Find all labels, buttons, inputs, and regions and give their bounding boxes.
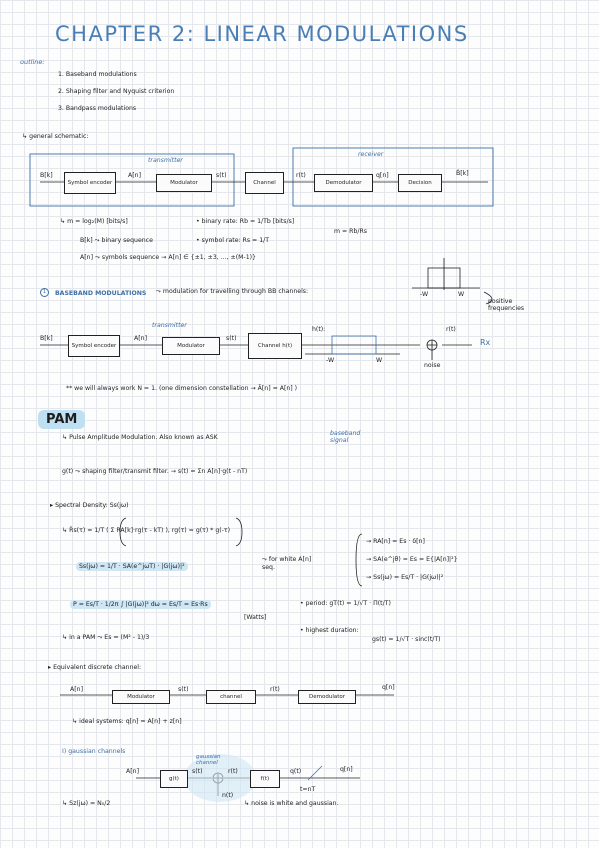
diagram1-st: s(t) xyxy=(216,172,227,179)
pam-white: ⤳ for white A[n] seq. xyxy=(262,556,312,571)
def-m: ↳ m = log₂(M) [bits/s] xyxy=(60,218,128,225)
note-n1: ** we will always work N = 1. (one dimen… xyxy=(66,385,298,392)
modulator-block: Modulator xyxy=(156,174,212,192)
equiv-qt: q(t) xyxy=(290,768,302,775)
equiv-an: A[n] xyxy=(70,686,83,693)
spectrum1-neg: -W xyxy=(420,291,429,298)
diagram1-rt: r(t) xyxy=(296,172,306,179)
symbol-encoder-block-2: Symbol encoder xyxy=(68,335,120,357)
baseband-heading: 1 BASEBAND MODULATIONS xyxy=(40,288,146,297)
channel-block-2: Channel h(t) xyxy=(248,333,302,359)
outline-item: 1. Baseband modulations xyxy=(58,71,137,78)
equiv-sz: ↳ Sz(jω) = N₀/2 xyxy=(62,800,111,807)
diagram1-output: B̂[k] xyxy=(456,170,469,177)
pam-case3: → Ss(jω) = Es/T · |G(jω)|² xyxy=(366,574,444,581)
equiv-rt: r(t) xyxy=(270,686,280,693)
pam-watts: [Watts] xyxy=(244,614,267,621)
equiv-channel-block: channel xyxy=(206,690,256,704)
diagram2-rt: r(t) xyxy=(446,326,456,333)
def-bk: B[k] ⤳ binary sequence xyxy=(80,237,153,244)
demodulator-block: Demodulator xyxy=(314,174,373,192)
spectrum1-pos: W xyxy=(458,291,465,298)
diagram2-an: A[n] xyxy=(134,335,147,342)
pam-rs: ↳ R̃s(τ) = 1/T ( Σ RA[k]·rg(τ - kT) ), r… xyxy=(62,527,231,534)
section-general-schematic: ↳ general schematic: xyxy=(22,133,89,140)
diagram1-qn: q[n] xyxy=(376,172,389,179)
equiv-qn-2: q[n] xyxy=(340,766,353,773)
pam-highest: • highest duration: xyxy=(300,627,359,634)
def-m-ratio: m = Rb/Rs xyxy=(334,228,367,235)
diagram2-rx: Rx xyxy=(480,338,491,347)
equiv-gaussian: I) gaussian channels xyxy=(62,748,126,755)
diagram2-pos: W xyxy=(376,357,383,364)
diagram2-noise: noise xyxy=(424,362,441,369)
pam-spectral-density: ▸ Spectral Density: Ss(jω) xyxy=(50,502,129,509)
equiv-f-block: f(t) xyxy=(250,770,280,788)
pam-case2: → SA(e^jθ) = Es = E{|A[n]|²} xyxy=(366,556,458,563)
diagram2-neg: -W xyxy=(326,357,335,364)
outline-label: outline: xyxy=(20,58,45,66)
equiv-sampling: t=nT xyxy=(300,786,316,793)
def-an: A[n] ⤳ symbols sequence → A[n] ∈ {±1, ±3… xyxy=(80,254,256,261)
outline-item: 2. Shaping filter and Nyquist criterion xyxy=(58,88,175,95)
baseband-desc: ⤳ modulation for travelling through BB c… xyxy=(156,288,309,295)
pam-definition: ↳ Pulse Amplitude Modulation. Also known… xyxy=(62,434,218,441)
equiv-heading: ▸ Equivalent discrete channel: xyxy=(48,664,142,671)
symbol-encoder-block: Symbol encoder xyxy=(64,172,116,194)
pam-period: • period: gT(t) = 1/√T · Π(t/T) xyxy=(300,600,391,607)
equiv-st-2: s(t) xyxy=(192,768,203,775)
equiv-rt-2: r(t) xyxy=(228,768,238,775)
modulator-block-2: Modulator xyxy=(162,337,220,355)
equiv-gaussian-channel: gaussian channel xyxy=(196,754,221,766)
equiv-an-2: A[n] xyxy=(126,768,139,775)
equiv-demodulator-block: Demodulator xyxy=(298,690,356,704)
diagram1-transmitter-label: transmitter xyxy=(148,157,183,164)
equiv-st: s(t) xyxy=(178,686,189,693)
pam-ss: Ss(jω) = 1/T · SA(e^jωT) · |G(jω)|² xyxy=(76,562,188,571)
diagram2-input: B[k] xyxy=(40,335,53,342)
pam-case1: → RA[n] = Es · δ[n] xyxy=(366,538,425,545)
pam-es: ↳ in a PAM ⤳ Es = (M² - 1)/3 xyxy=(62,634,150,641)
baseband-title: BASEBAND MODULATIONS xyxy=(54,289,147,297)
diagram2-ht: h(t): xyxy=(312,326,326,333)
equiv-g-block: g(t) xyxy=(160,770,188,788)
equiv-ideal: ↳ ideal systems: q[n] = A[n] + z[n] xyxy=(72,718,182,725)
spectrum1-note: positive frequencies xyxy=(488,298,525,312)
diagram1-receiver-label: receiver xyxy=(358,151,384,158)
channel-block: Channel xyxy=(245,172,284,194)
page-title: CHAPTER 2: LINEAR MODULATIONS xyxy=(55,22,469,46)
diagram1-input: B[k] xyxy=(40,172,53,179)
equiv-modulator-block: Modulator xyxy=(112,690,170,704)
section-number: 1 xyxy=(40,288,49,297)
pam-sinc: gs(t) = 1/√T · sinc(t/T) xyxy=(372,636,441,643)
pam-gt: g(t) ⤳ shaping filter/transmit filter. →… xyxy=(62,468,248,475)
equiv-white-noise: ↳ noise is white and gaussian. xyxy=(244,800,339,807)
pam-heading: PAM xyxy=(38,410,86,429)
equiv-nt: n(t) xyxy=(222,792,234,799)
outline-item: 3. Bandpass modulations xyxy=(58,105,137,112)
diagram2-transmitter-label: transmitter xyxy=(152,322,187,329)
def-symbol-rate: • symbol rate: Rs = 1/T xyxy=(196,237,269,244)
diagram1-an: A[n] xyxy=(128,172,141,179)
pam-power: P = Es/T · 1/2π ∫ |G(jω)|² dω = Es/T = E… xyxy=(70,600,211,609)
pam-baseband-signal: baseband signal xyxy=(330,430,361,444)
equiv-qn: q[n] xyxy=(382,684,395,691)
diagram2-st: s(t) xyxy=(226,335,237,342)
def-binary-rate: • binary rate: Rb = 1/Tb [bits/s] xyxy=(196,218,295,225)
decision-block: Decision xyxy=(398,174,442,192)
